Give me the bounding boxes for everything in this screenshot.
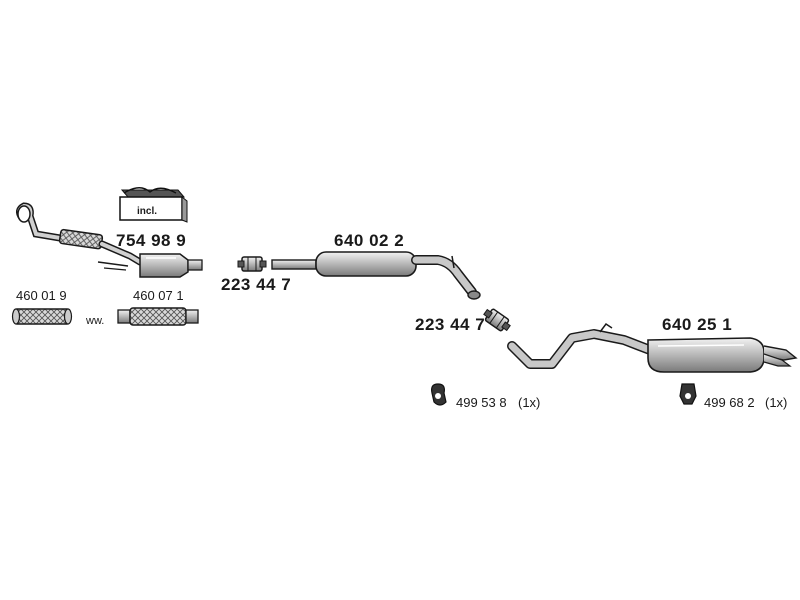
part-label-640251: 640 25 1 [662, 315, 733, 334]
flex-pipe-460019 [11, 308, 73, 325]
front-pipe-catalyst [15, 202, 203, 278]
kit-incl-label: incl. [137, 206, 158, 217]
hardware-kit-box [119, 187, 188, 223]
middle-silencer-640022 [271, 251, 481, 300]
hanger-qty-499538: (1x) [518, 395, 541, 410]
hanger-label-499682: 499 68 2 [704, 395, 755, 410]
part-label-223447-second: 223 44 7 [415, 315, 486, 334]
flex-pipe-460071 [117, 307, 199, 326]
rear-silencer-640251 [507, 322, 798, 373]
clamp-223447-second [483, 308, 511, 332]
rubber-hanger-499538 [431, 383, 447, 406]
part-label-460019: 460 01 9 [16, 288, 67, 303]
alternative-ww-label: ww. [86, 315, 105, 327]
clamp-223447-first [237, 256, 267, 272]
hanger-qty-499682: (1x) [765, 395, 788, 410]
part-label-640022: 640 02 2 [334, 231, 405, 250]
part-label-754989: 754 98 9 [116, 231, 187, 250]
rubber-hanger-499682 [679, 383, 697, 405]
hanger-label-499538: 499 53 8 [456, 395, 507, 410]
part-label-460071: 460 07 1 [133, 288, 184, 303]
part-label-223447-first: 223 44 7 [221, 275, 292, 294]
